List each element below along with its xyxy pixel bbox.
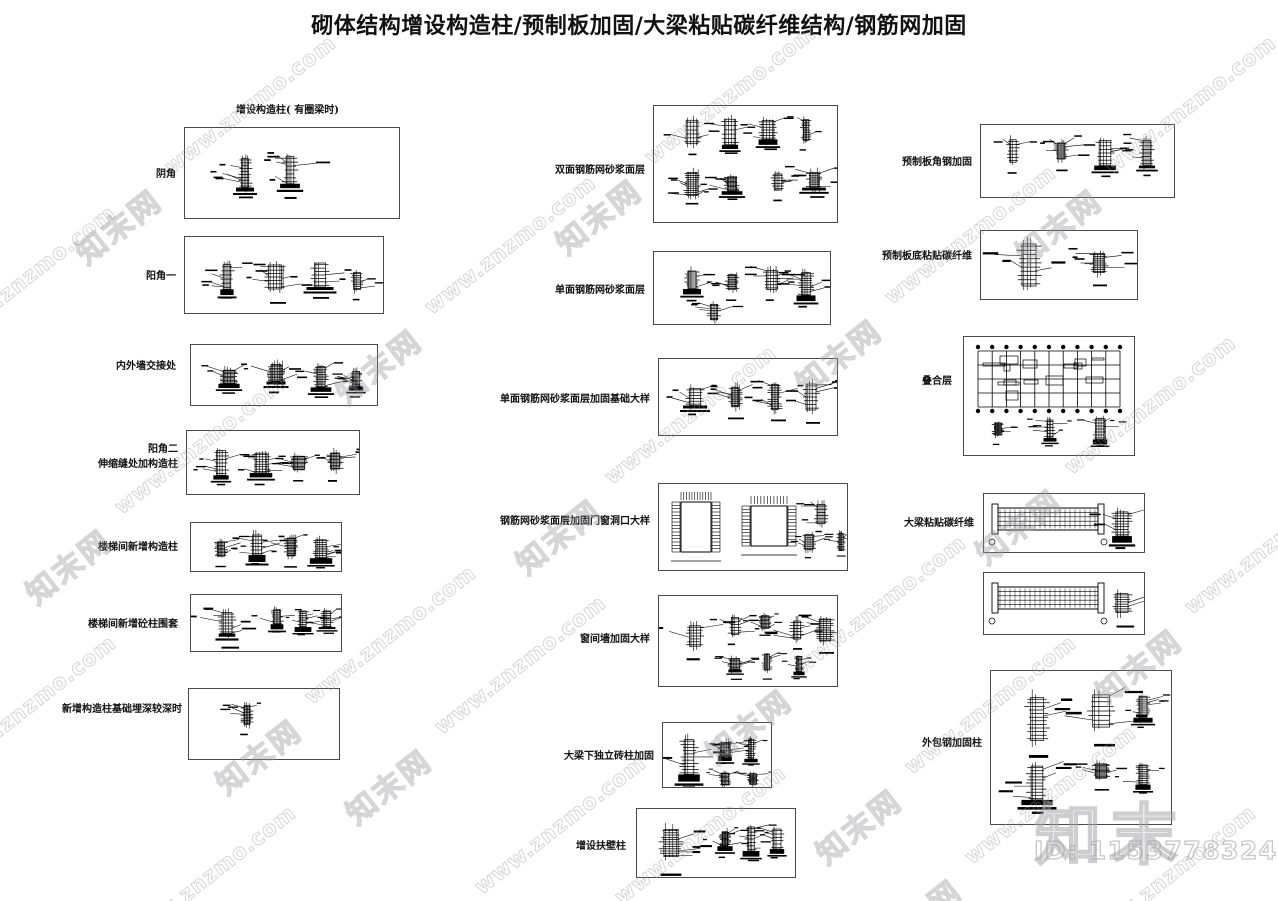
panel-left-0 [184,127,400,219]
drawing-id: ID: 1153778324 [1033,835,1278,865]
panel-mid-4 [658,595,838,687]
panel-label-left-1: 阳角一 [146,271,176,282]
watermark-logo-text: 知末网 [375,897,480,901]
panel-label-left-5: 楼梯间新增砼柱围套 [88,619,178,630]
panel-label-right-3: 大梁粘贴碳纤维 [904,518,974,529]
cad-detail-drawing [191,606,341,649]
panel-label-left-3: 阳角二 伸缩缝处加构造柱 [58,443,178,472]
panel-label-mid-1: 单面钢筋网砂浆面层 [555,285,645,296]
panel-label-left-3-line1: 阳角二 [148,444,178,455]
panel-right-4 [983,572,1145,635]
panel-label-left-0: 阴角 [156,169,176,180]
panel-label-right-0: 预制板角钢加固 [902,157,972,168]
watermark-logo-text: 知末网 [865,867,970,901]
panel-left-1 [184,236,384,314]
cad-detail-drawing [975,344,1127,447]
panel-label-mid-3: 钢筋网砂浆面层加固门窗洞口大样 [500,516,650,527]
panel-label-mid-2: 单面钢筋网砂浆面层加固基础大样 [500,394,650,405]
panel-label-right-2: 叠合层 [922,376,952,387]
cad-detail-drawing [663,114,837,205]
watermark-logo-text: 知末网 [339,743,440,833]
panel-label-left-4: 楼梯间新增构造柱 [98,542,178,553]
panel-label-mid-6: 增设扶壁柱 [576,841,626,852]
panel-mid-6 [636,808,796,878]
panel-mid-5 [662,722,772,788]
cad-detail-drawing [982,237,1137,291]
panel-left-5 [190,594,342,652]
watermark-text: www.znzmo.com [120,800,301,901]
cad-detail-drawing [680,266,830,324]
panel-mid-2 [658,358,838,436]
watermark-logo-text: 知末网 [19,523,120,613]
cad-detail-drawing [193,448,359,486]
panel-label-mid-4: 窗间墙加固大样 [580,634,650,645]
cad-detail-drawing [998,687,1171,814]
panel-right-3 [983,493,1145,553]
panel-label-left-2: 内外墙交接处 [116,361,176,372]
panel-label-left-6: 新增构造柱基础埋深较深时 [62,704,182,715]
watermark-logo-text: 知末网 [549,173,650,263]
panel-left-6 [188,688,340,760]
cad-detail-drawing [993,133,1158,178]
cad-detail-drawing [671,492,847,562]
panel-left-2 [190,344,378,406]
left-column-note: 增设构造柱( 有圈梁时) [236,105,339,116]
panel-label-left-3-line2: 伸缩缝处加构造柱 [98,458,178,470]
watermark-logo-text: 知末网 [809,783,910,873]
cad-detail-drawing [988,503,1144,550]
panel-left-3 [186,430,360,495]
watermark-text: www.znzmo.com [470,750,651,899]
panel-right-5 [990,670,1172,825]
panel-label-mid-5: 大梁下独立砖柱加固 [564,751,654,762]
watermark-logo-text: 知末网 [69,183,170,273]
panel-right-0 [980,124,1175,198]
watermark-text: www.znzmo.com [430,590,611,739]
panel-mid-0 [653,105,838,223]
page-title: 砌体结构增设构造柱/预制板加固/大梁粘贴碳纤维结构/钢筋网加固 [311,13,967,39]
cad-detail-drawing [220,702,262,736]
cad-detail-drawing [201,359,366,398]
panel-label-right-1: 预制板底粘贴碳纤维 [882,251,972,262]
panel-label-mid-0: 双面钢筋网砂浆面层 [555,165,645,176]
cad-detail-drawing [658,822,787,876]
panel-mid-3 [658,483,848,571]
panel-right-2 [963,336,1135,456]
panel-left-4 [190,522,342,572]
cad-detail-drawing [210,152,331,199]
cad-detail-drawing [666,379,837,424]
watermark-logo-text: 知末网 [509,493,610,583]
cad-detail-drawing [201,260,383,304]
cad-detail-drawing [988,582,1144,628]
panel-label-right-5: 外包钢加固柱 [922,738,982,749]
cad-detail-drawing [659,612,837,680]
cad-detail-drawing [663,733,771,787]
cad-detail-drawing [214,530,341,569]
watermark-text: www.znzmo.com [1180,470,1278,619]
panel-mid-1 [653,251,831,325]
panel-right-1 [980,230,1138,300]
